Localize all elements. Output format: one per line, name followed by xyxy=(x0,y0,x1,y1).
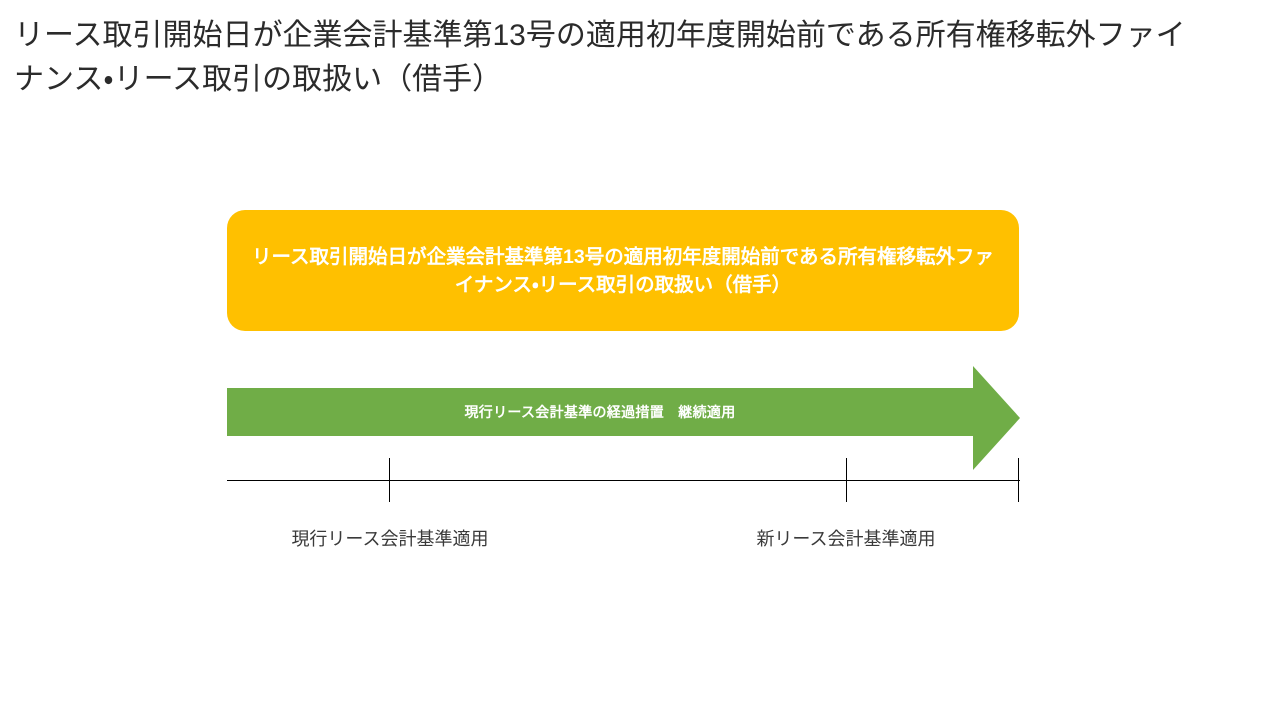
transition-arrow: 現行リース会計基準の経過措置 継続適用 xyxy=(227,366,1020,470)
timeline-caption-current-standard: 現行リース会計基準適用 xyxy=(291,529,489,549)
timeline-axis xyxy=(227,480,1020,482)
timeline-caption-new-standard: 新リース会計基準適用 xyxy=(756,529,936,549)
timeline-tick-current-standard xyxy=(389,458,391,502)
callout-text: リース取引開始日が企業会計基準第13号の適用初年度開始前である所有権移転外ファイ… xyxy=(251,245,995,296)
timeline-tick-new-standard xyxy=(846,458,848,502)
timeline-tick-end xyxy=(1018,458,1020,502)
page-title: リース取引開始日が企業会計基準第13号の適用初年度開始前である所有権移転外ファイ… xyxy=(14,19,1186,96)
right-arrow-icon xyxy=(227,366,1020,470)
callout-box: リース取引開始日が企業会計基準第13号の適用初年度開始前である所有権移転外ファイ… xyxy=(227,210,1019,331)
timeline xyxy=(227,458,1020,504)
